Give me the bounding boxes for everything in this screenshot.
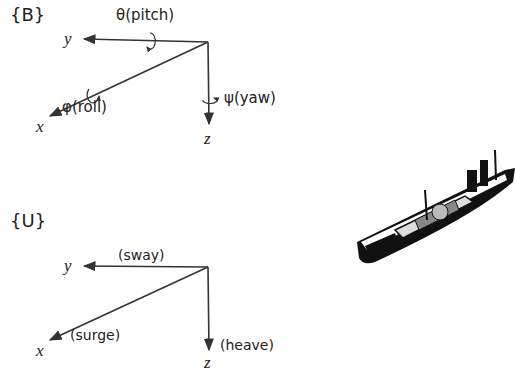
motion-label: (sway): [118, 248, 165, 262]
motion-label: (heave): [220, 338, 274, 352]
motion-label: (surge): [70, 328, 120, 342]
axis-label: z: [204, 354, 211, 371]
rotation-label: θ(pitch): [116, 8, 174, 23]
rotation-label: φ(roll): [62, 100, 107, 115]
axis-label: x: [36, 118, 44, 135]
axis-label: y: [64, 257, 72, 274]
frame-label: {U}: [10, 212, 46, 230]
axis-label: z: [204, 130, 211, 147]
axis-label: y: [64, 30, 72, 47]
rotation-label: ψ(yaw): [224, 91, 276, 106]
axis-label: x: [36, 342, 44, 359]
frame-label: {B}: [10, 6, 45, 24]
